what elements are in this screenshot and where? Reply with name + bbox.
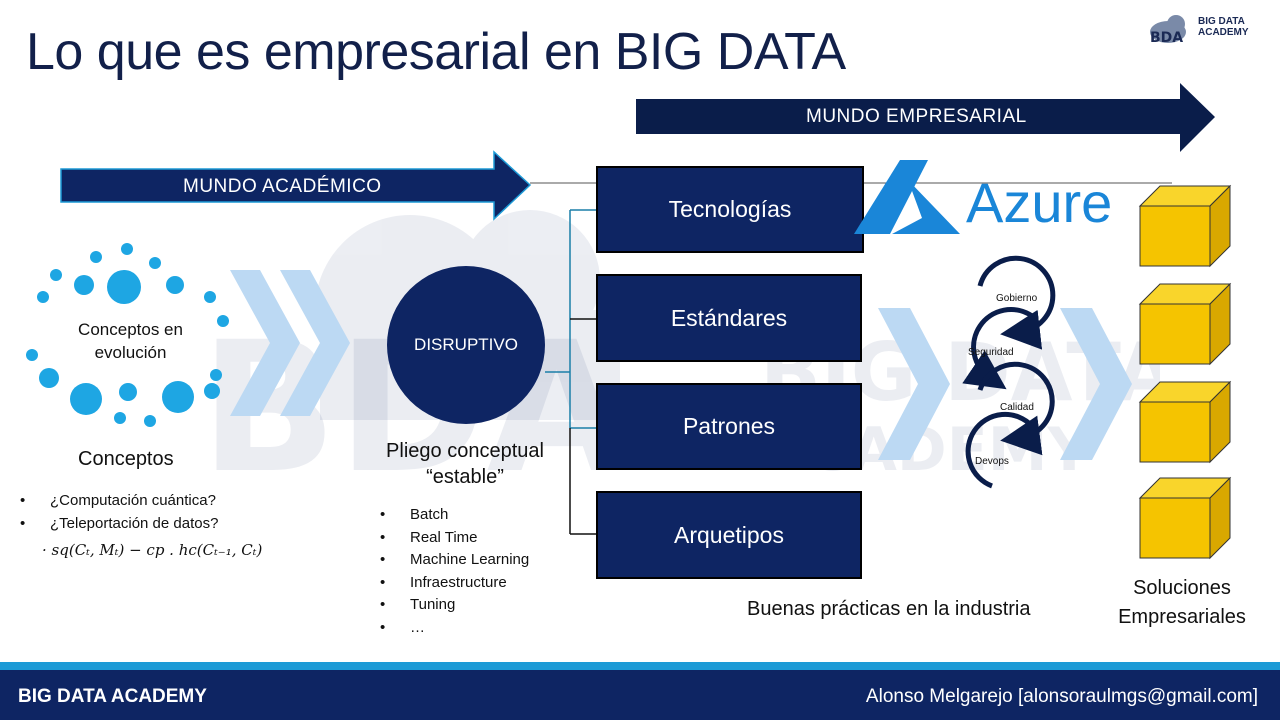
cube-icon: [1138, 476, 1232, 560]
academic-arrow-label: MUNDO ACADÉMICO: [183, 176, 382, 197]
concepts-item: ¿Teleportación de datos?: [20, 512, 218, 535]
disruptive-item: Batch: [380, 504, 529, 527]
concepts-formula: · sq(Cₜ, Mₜ) − cp . hc(Cₜ₋₁, Cₜ): [42, 541, 263, 559]
page-title: Lo que es empresarial en BIG DATA: [26, 23, 846, 81]
footer-author: Alonso Melgarejo [alonsoraulmgs@gmail.co…: [865, 686, 1258, 707]
disruptive-item: Infraestructure: [380, 572, 529, 595]
logo-abbr: BDA: [1150, 30, 1183, 46]
box-label: Patrones: [682, 413, 776, 439]
tree-connectors: [545, 209, 598, 535]
disruptive-item: Machine Learning: [380, 549, 529, 572]
cycle-label-devops: Devops: [975, 456, 1009, 467]
disruptive-item: …: [380, 617, 529, 640]
cycle-label-gobierno: Gobierno: [996, 293, 1038, 304]
azure-logo-icon: [854, 160, 960, 234]
disruptive-item: Tuning: [380, 594, 529, 617]
cloud-icon: BDA: [1150, 15, 1186, 46]
enterprise-arrow: [636, 83, 1215, 152]
box-patrones: Patrones: [596, 383, 862, 470]
disruptive-circle: DISRUPTIVO: [387, 266, 545, 424]
footer-stripe: [0, 662, 1280, 670]
concepts-item: ¿Computación cuántica?: [20, 489, 218, 512]
chevrons-left-icon: [230, 270, 350, 416]
concept-dots: [26, 243, 229, 427]
footer-brand: BIG DATA ACADEMY: [18, 686, 207, 707]
cycle-label-calidad: Calidad: [1000, 402, 1034, 413]
box-label: Arquetipos: [674, 521, 784, 548]
cube-icon: [1138, 184, 1232, 268]
box-arquetipos: Arquetipos: [596, 491, 862, 579]
azure-brand-text: Azure: [966, 171, 1113, 234]
footer-bar: [0, 670, 1280, 720]
box-label: Estándares: [670, 304, 788, 331]
logo-line1: BIG DATA: [1198, 16, 1245, 27]
disruptive-list: Batch Real Time Machine Learning Infraes…: [380, 504, 529, 639]
enterprise-arrow-label: MUNDO EMPRESARIAL: [806, 106, 1027, 127]
practices-cycle-icon: [962, 255, 1056, 489]
chevrons-right-icon: [878, 308, 1132, 460]
cycle-caption: Buenas prácticas en la industria: [747, 598, 1031, 620]
cube-icon: [1138, 380, 1232, 464]
cube-icon: [1138, 282, 1232, 366]
cycle-label-seguridad: Seguridad: [968, 347, 1014, 358]
solutions-caption: Soluciones Empresariales: [1118, 577, 1246, 628]
box-estandares: Estándares: [596, 274, 862, 362]
box-tecnologias: Tecnologías: [596, 166, 864, 253]
solution-cubes: [1138, 184, 1232, 560]
box-label: Tecnologías: [668, 196, 792, 222]
disruptive-item: Real Time: [380, 527, 529, 550]
academic-arrow: [60, 150, 532, 221]
logo-line2: ACADEMY: [1198, 27, 1249, 38]
concepts-heading: Conceptos: [78, 448, 174, 470]
concepts-list: ¿Computación cuántica? ¿Teleportación de…: [20, 489, 218, 535]
concepts-cloud-label: Conceptos en evolución: [78, 320, 183, 362]
disruptive-caption: Pliego conceptual “estable”: [386, 440, 544, 488]
disruptive-label: DISRUPTIVO: [414, 335, 518, 354]
